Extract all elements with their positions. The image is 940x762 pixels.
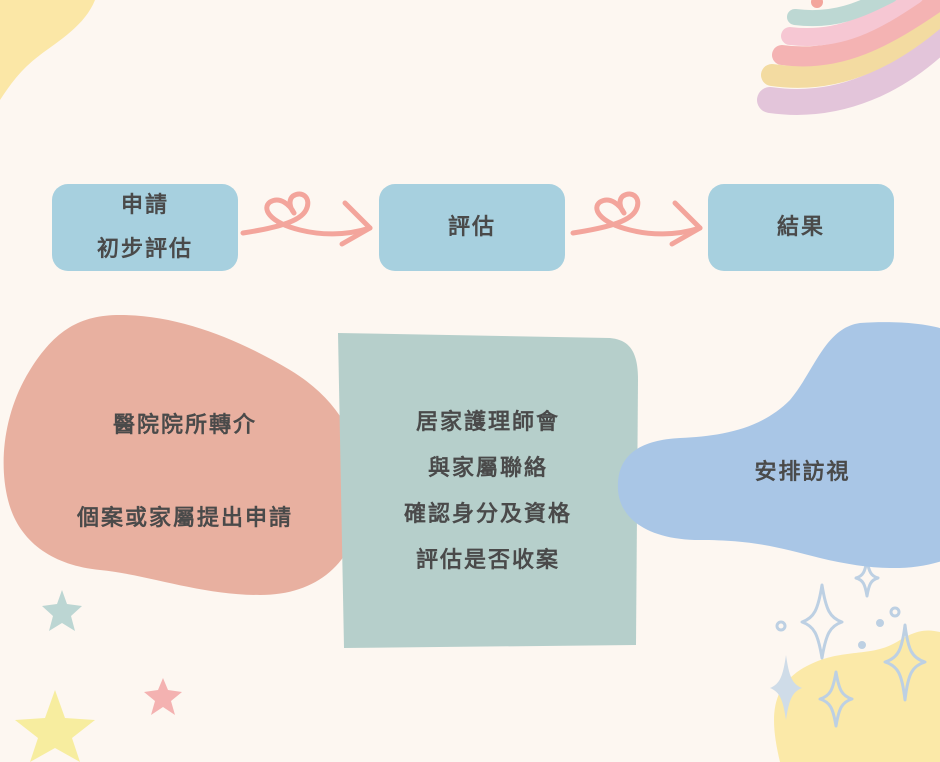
corner-blob-bottom-right <box>774 630 940 762</box>
heart-arrow-1 <box>243 194 370 244</box>
heart-arrow-2 <box>573 194 700 244</box>
left-blob <box>4 315 363 595</box>
corner-blob-top-left <box>0 0 95 100</box>
middle-panel-line: 確認身分及資格 <box>340 492 636 538</box>
yellow-star-icon <box>15 690 95 762</box>
teal-star-icon <box>42 590 82 631</box>
step-apply-subtitle: 初步評估 <box>97 228 193 272</box>
middle-panel-text: 居家護理師會 與家屬聯絡 確認身分及資格 評估是否收案 <box>340 400 636 584</box>
rainbow-icon <box>770 0 940 102</box>
step-result-box: 結果 <box>708 184 894 271</box>
left-blob-line1: 醫院院所轉介 <box>30 407 340 439</box>
step-result-title: 結果 <box>777 206 825 250</box>
right-blob <box>618 322 940 568</box>
right-blob-line1: 安排訪視 <box>700 454 905 486</box>
step-apply-title: 申請 <box>121 184 169 228</box>
middle-panel-line: 評估是否收案 <box>340 538 636 584</box>
pink-star-icon <box>144 678 182 715</box>
step-assess-box: 評估 <box>379 184 565 271</box>
middle-panel-line: 居家護理師會 <box>340 400 636 446</box>
left-blob-line2: 個案或家屬提出申請 <box>30 500 340 532</box>
step-apply-box: 申請 初步評估 <box>52 184 238 271</box>
middle-panel-line: 與家屬聯絡 <box>340 446 636 492</box>
rainbow-dot <box>811 0 823 8</box>
step-assess-title: 評估 <box>448 206 496 250</box>
